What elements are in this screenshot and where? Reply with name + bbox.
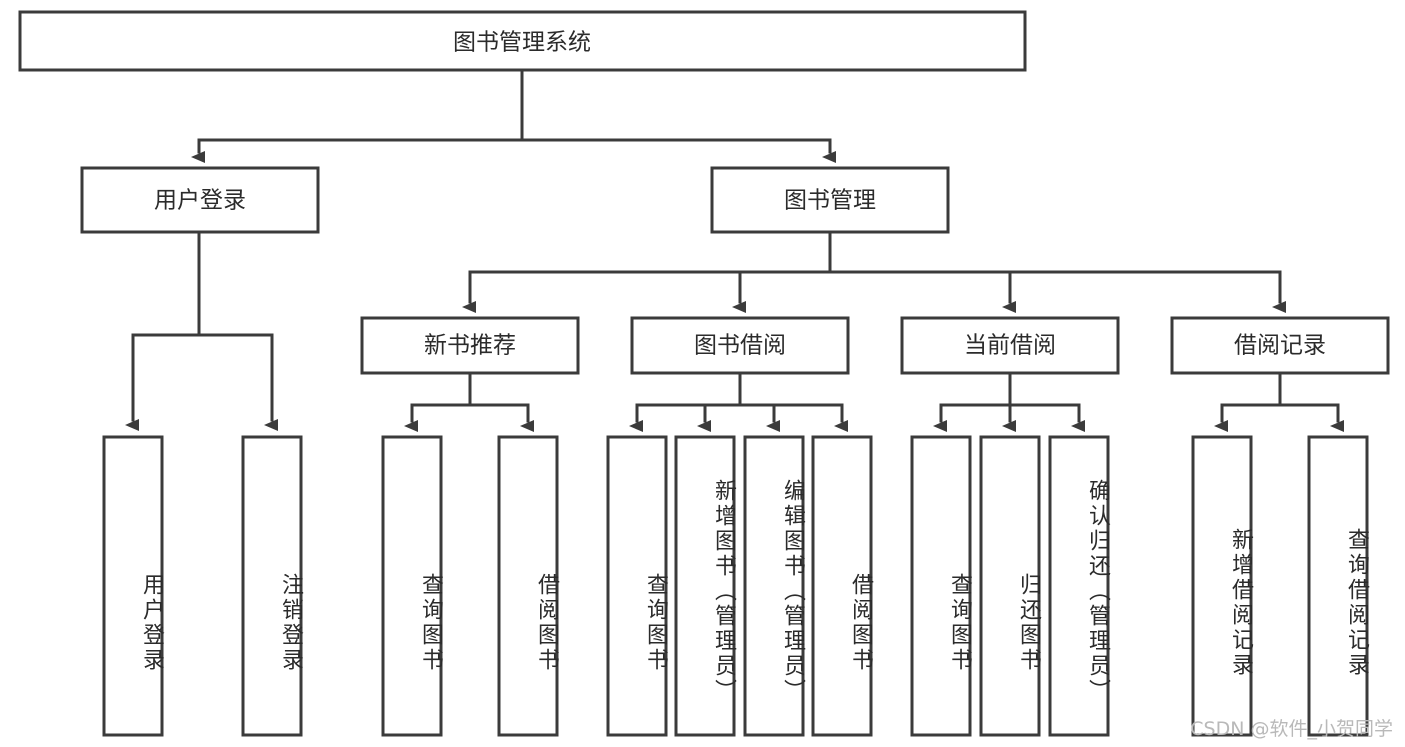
- connector-borrowrecord-to-leaves: [1214, 371, 1344, 432]
- leaf-box-user-login-0[interactable]: [102, 435, 164, 737]
- node-book-management[interactable]: 图书管理: [710, 166, 950, 234]
- connector-userlogin-to-leaves: [125, 230, 278, 431]
- node-current-borrow[interactable]: 当前借阅: [900, 316, 1120, 375]
- node-current-borrow-label: 当前借阅: [964, 333, 1056, 359]
- leaf-box-bookborrow-2[interactable]: [743, 435, 805, 737]
- node-book-borrow[interactable]: 图书借阅: [630, 316, 850, 375]
- node-borrow-record[interactable]: 借阅记录: [1170, 316, 1390, 375]
- node-user-login[interactable]: 用户登录: [80, 166, 320, 234]
- leaf-box-bookborrow-0[interactable]: [606, 435, 668, 737]
- leaf-box-newbook-0[interactable]: [381, 435, 443, 737]
- node-root-label: 图书管理系统: [453, 30, 591, 56]
- connector-currentborrow-to-leaves: [933, 371, 1085, 432]
- leaf-box-currentborrow-0[interactable]: [910, 435, 972, 737]
- leaf-boxes: [102, 435, 1369, 737]
- leaf-box-borrowrecord-1[interactable]: [1307, 435, 1369, 737]
- csdn-watermark: CSDN @软件_小贺同学: [1190, 718, 1393, 740]
- node-borrow-record-label: 借阅记录: [1234, 333, 1326, 359]
- connector-newbook-to-leaves: [404, 371, 534, 432]
- connector-bookmgmt-to-level3: [462, 230, 1286, 313]
- node-book-management-label: 图书管理: [784, 188, 876, 214]
- leaf-box-bookborrow-1[interactable]: [674, 435, 736, 737]
- leaf-box-currentborrow-2[interactable]: [1048, 435, 1110, 737]
- node-user-login-label: 用户登录: [154, 188, 246, 214]
- node-new-book-recommend-label: 新书推荐: [424, 333, 516, 359]
- leaf-box-currentborrow-1[interactable]: [979, 435, 1041, 737]
- node-book-borrow-label: 图书借阅: [694, 333, 786, 359]
- leaf-box-bookborrow-3[interactable]: [811, 435, 873, 737]
- leaf-box-user-login-1[interactable]: [241, 435, 303, 737]
- connector-bookborrow-to-leaves: [629, 371, 848, 432]
- node-new-book-recommend[interactable]: 新书推荐: [360, 316, 580, 375]
- leaf-box-newbook-1[interactable]: [497, 435, 559, 737]
- node-root-system[interactable]: 图书管理系统: [18, 10, 1027, 72]
- leaf-box-borrowrecord-0[interactable]: [1191, 435, 1253, 737]
- connector-root-to-level2: [191, 68, 836, 163]
